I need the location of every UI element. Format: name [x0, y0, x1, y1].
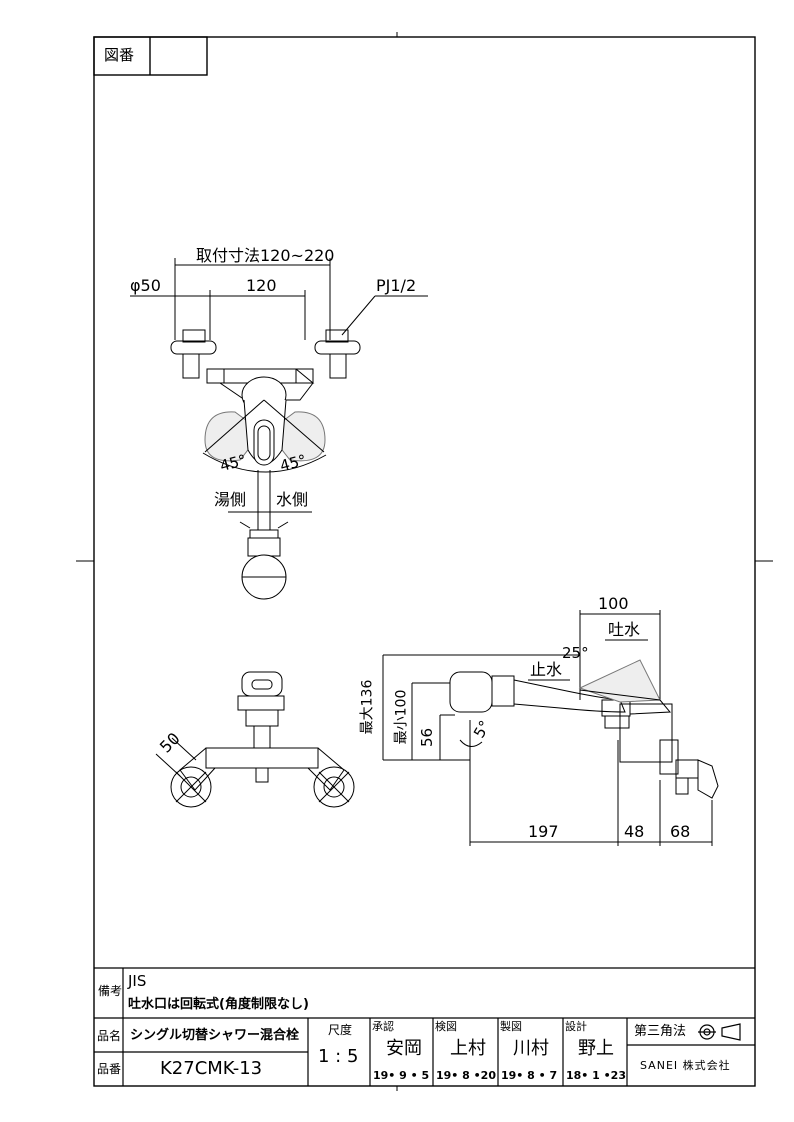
outer-frame: [93, 36, 756, 1087]
dim-197: 197: [528, 822, 559, 841]
dim-pitch: 120: [246, 276, 277, 295]
projection-symbol: [698, 1023, 741, 1041]
remarks-line1: JIS: [128, 972, 147, 990]
design-date: 18• 1 •23: [566, 1069, 626, 1082]
side-view: [382, 610, 719, 846]
check-label: 検図: [435, 1020, 457, 1033]
approve-label: 承認: [372, 1020, 394, 1033]
label-cold-side: 水側: [276, 490, 309, 509]
dim-max-136: 最大136: [359, 679, 376, 735]
check-name: 上村: [450, 1038, 486, 1059]
approve-date: 19• 9 • 5: [373, 1069, 430, 1082]
label-stop: 止水: [530, 660, 563, 679]
product-code-label: 品番: [97, 1062, 122, 1076]
dim-thread: PJ1/2: [376, 276, 417, 295]
label-hot-side: 湯側: [214, 490, 247, 509]
figure-no-label: 図番: [104, 46, 135, 64]
remarks-label: 備考: [98, 984, 123, 998]
front-view: [155, 671, 355, 808]
scale-label: 尺度: [328, 1023, 353, 1037]
dim-68: 68: [670, 822, 691, 841]
projection-label: 第三角法: [634, 1024, 687, 1039]
dim-min-100: 最小100: [393, 689, 410, 745]
product-code-value: K27CMK-13: [160, 1058, 263, 1079]
product-name-label: 品名: [97, 1029, 122, 1043]
title-block-lines: [94, 967, 755, 1086]
top-view: [130, 258, 428, 600]
dim-100: 100: [598, 594, 629, 613]
scale-value: 1 : 5: [318, 1046, 359, 1067]
dim-phi: φ50: [130, 276, 161, 295]
dim-angle-25: 25°: [562, 644, 589, 662]
dim-56: 56: [418, 727, 437, 748]
label-spout: 吐水: [608, 620, 641, 639]
dim-install-range: 取付寸法120~220: [196, 246, 335, 265]
product-name-value: シングル切替シャワー混合栓: [130, 1028, 300, 1043]
check-date: 19• 8 •20: [436, 1069, 496, 1082]
design-label: 設計: [565, 1020, 587, 1033]
draw-label: 製図: [500, 1020, 522, 1033]
dim-48: 48: [624, 822, 645, 841]
approve-name: 安岡: [386, 1038, 422, 1059]
draw-date: 19• 8 • 7: [501, 1069, 558, 1082]
draw-name: 川村: [513, 1038, 549, 1059]
design-name: 野上: [578, 1038, 614, 1059]
company-name: SANEI 株式会社: [640, 1059, 731, 1072]
remarks-line2: 吐水口は回転式(角度制限なし): [128, 997, 309, 1012]
